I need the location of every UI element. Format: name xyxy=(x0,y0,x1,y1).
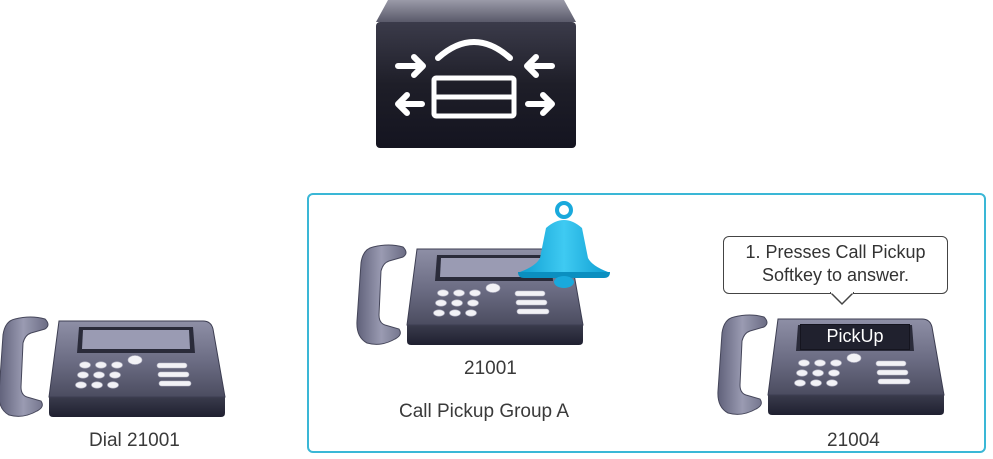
bell-icon xyxy=(518,201,610,288)
callout-pointer xyxy=(830,292,854,306)
call-manager-icon xyxy=(376,0,576,148)
callout-line-2: Softkey to answer. xyxy=(761,265,910,285)
pickup-phone-number: 21004 xyxy=(827,430,880,451)
caller-label: Dial 21001 xyxy=(89,430,180,451)
group-title: Call Pickup Group A xyxy=(399,401,570,422)
callout-line-1: 1. Presses Call Pickup xyxy=(745,242,926,262)
pickup-softkey-label: PickUp xyxy=(826,326,884,346)
pickup-softkey-screen xyxy=(800,324,910,350)
ringing-phone-number: 21001 xyxy=(464,358,517,379)
callout-box: 1. Presses Call Pickup Softkey to answer… xyxy=(723,236,948,294)
call-pickup-group-box xyxy=(307,193,986,453)
caller-phone-icon xyxy=(0,312,227,424)
